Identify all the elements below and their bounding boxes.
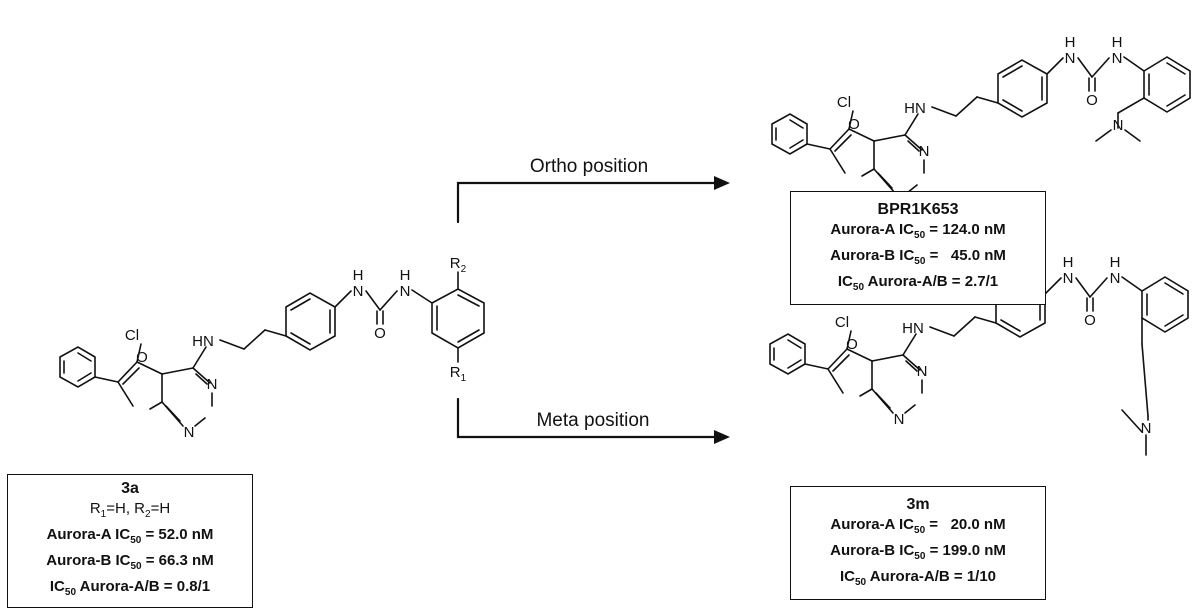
arrow-label-ortho: Ortho position [530, 156, 648, 177]
ic50-line: Aurora-B IC50 = 199.0 nM [830, 542, 1006, 562]
arrow-meta: Meta position [456, 397, 730, 444]
compound-box-3a: 3a R1=H, R2=H Aurora-A IC50 = 52.0 nM Au… [7, 474, 253, 608]
ic50-line: Aurora-B IC50 = 45.0 nM [830, 247, 1006, 267]
ic50-line: Aurora-A IC50 = 52.0 nM [46, 526, 214, 546]
compound-name: 3m [906, 496, 930, 513]
atom-n-dimethylamine: N [1141, 420, 1152, 437]
compound-box-3m: 3m Aurora-A IC50 = 20.0 nM Aurora-B IC50… [790, 486, 1046, 600]
structure-3a: R2 R1 [59, 255, 485, 441]
arrow-ortho: Ortho position [456, 156, 730, 224]
arrow-label-meta: Meta position [536, 410, 649, 431]
ratio-line: IC50 Aurora-A/B = 2.7/1 [837, 273, 999, 293]
compound-name: BPR1K653 [877, 201, 959, 218]
structure-bpr1k653: N [771, 34, 1191, 208]
ic50-line: Aurora-A IC50 = 20.0 nM [830, 516, 1006, 536]
substituent-line: R1=H, R2=H [89, 500, 171, 520]
atom-n-dimethylamine: N [1113, 117, 1124, 134]
ratio-line: IC50 Aurora-A/B = 0.8/1 [49, 578, 211, 598]
compound-box-bpr1k653: BPR1K653 Aurora-A IC50 = 124.0 nM Aurora… [790, 191, 1046, 305]
ic50-line: Aurora-A IC50 = 124.0 nM [830, 221, 1006, 241]
atom-r2: R2 [450, 255, 467, 275]
ic50-line: Aurora-B IC50 = 66.3 nM [46, 552, 214, 572]
structure-3m: N [769, 254, 1189, 456]
compound-name: 3a [121, 480, 139, 497]
ratio-line: IC50 Aurora-A/B = 1/10 [839, 568, 997, 588]
atom-r1: R1 [450, 364, 467, 384]
